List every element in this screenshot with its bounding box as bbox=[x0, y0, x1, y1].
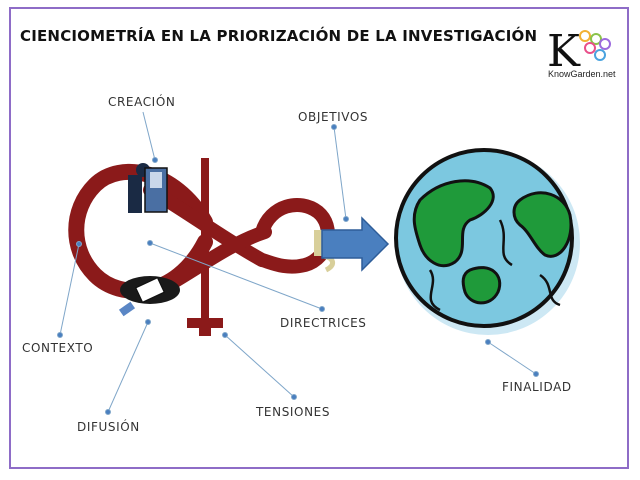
globe-rivers bbox=[428, 219, 561, 312]
arrow-connector bbox=[314, 230, 324, 256]
person-diffusion-icon bbox=[118, 276, 180, 317]
logo-letter: K bbox=[547, 26, 581, 77]
logo-circle-1 bbox=[579, 30, 591, 42]
logo-site: KnowGarden.net bbox=[548, 69, 616, 79]
logo-circle-2 bbox=[590, 33, 602, 45]
leader-finalidad bbox=[487, 341, 537, 375]
label-contexto: CONTEXTO bbox=[22, 341, 94, 355]
leader-creacion bbox=[142, 111, 156, 161]
leader-directrices bbox=[149, 242, 323, 310]
page-title: CIENCIOMETRÍA EN LA PRIORIZACIÓN DE LA I… bbox=[20, 27, 538, 45]
tension-base-post bbox=[199, 326, 211, 336]
objective-arrow bbox=[321, 216, 390, 272]
label-objetivos: OBJETIVOS bbox=[298, 110, 369, 124]
leader-objetivos bbox=[333, 126, 347, 220]
logo-circle-5 bbox=[594, 49, 606, 61]
tension-pole bbox=[201, 158, 209, 330]
person-creation-icon bbox=[128, 163, 168, 213]
leader-contexto bbox=[59, 243, 80, 336]
globe-land-2 bbox=[512, 191, 573, 258]
label-finalidad: FINALIDAD bbox=[502, 380, 572, 394]
globe-land-3 bbox=[461, 266, 502, 305]
logo-circle-3 bbox=[599, 38, 611, 50]
label-tensiones: TENSIONES bbox=[256, 405, 331, 419]
leader-tensiones bbox=[224, 334, 295, 398]
label-difusion: DIFUSIÓN bbox=[77, 420, 140, 434]
label-directrices: DIRECTRICES bbox=[280, 316, 367, 330]
leader-difusion bbox=[107, 321, 149, 413]
tension-base bbox=[187, 318, 223, 328]
globe-land-1 bbox=[412, 179, 495, 268]
frame-border bbox=[9, 7, 629, 469]
label-creacion: CREACIÓN bbox=[108, 95, 176, 109]
knowgarden-logo: K bbox=[547, 26, 611, 77]
logo-circle-4 bbox=[584, 42, 596, 54]
